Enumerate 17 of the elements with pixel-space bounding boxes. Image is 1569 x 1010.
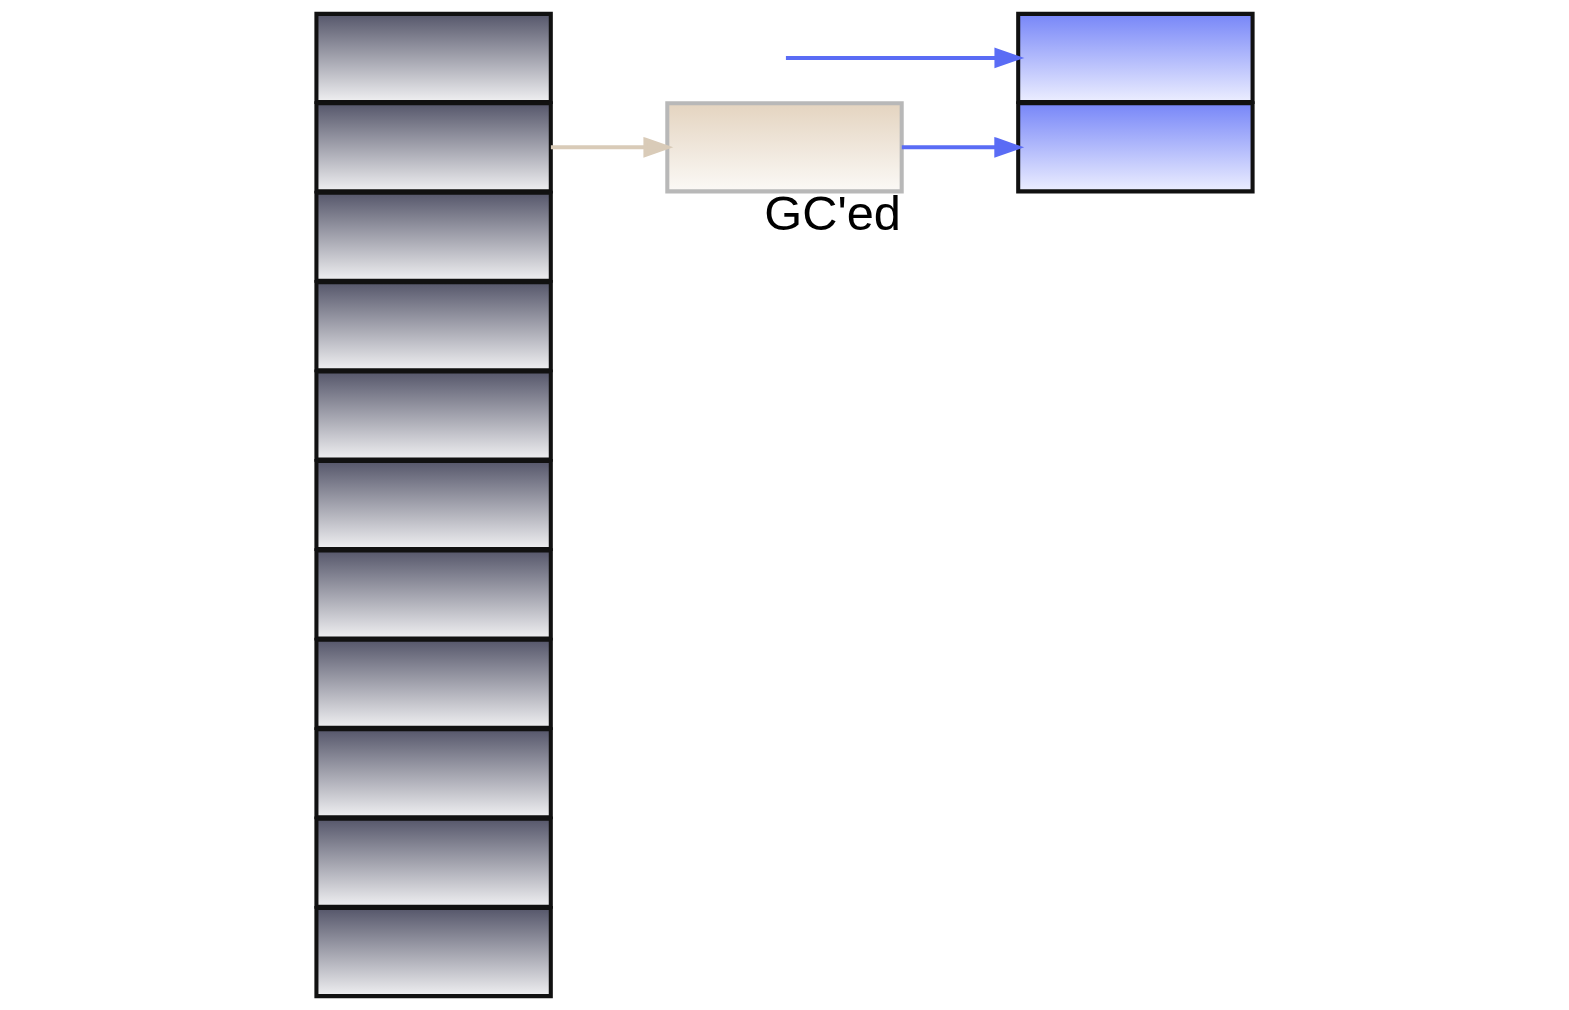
node-box bbox=[314, 637, 553, 730]
node-box bbox=[1016, 101, 1255, 194]
node-label: GC'ed bbox=[764, 186, 901, 241]
node-box bbox=[314, 280, 553, 373]
node-box bbox=[665, 101, 904, 194]
arrow bbox=[550, 136, 674, 158]
node-box bbox=[314, 727, 553, 820]
node-box bbox=[314, 369, 553, 462]
node-box bbox=[314, 101, 553, 194]
arrow bbox=[901, 136, 1025, 158]
node-box bbox=[314, 11, 553, 104]
arrow bbox=[785, 47, 1025, 69]
node-box bbox=[314, 906, 553, 999]
node-box bbox=[314, 190, 553, 283]
node-box bbox=[314, 816, 553, 909]
node-box bbox=[314, 548, 553, 641]
node-box bbox=[1016, 11, 1255, 104]
